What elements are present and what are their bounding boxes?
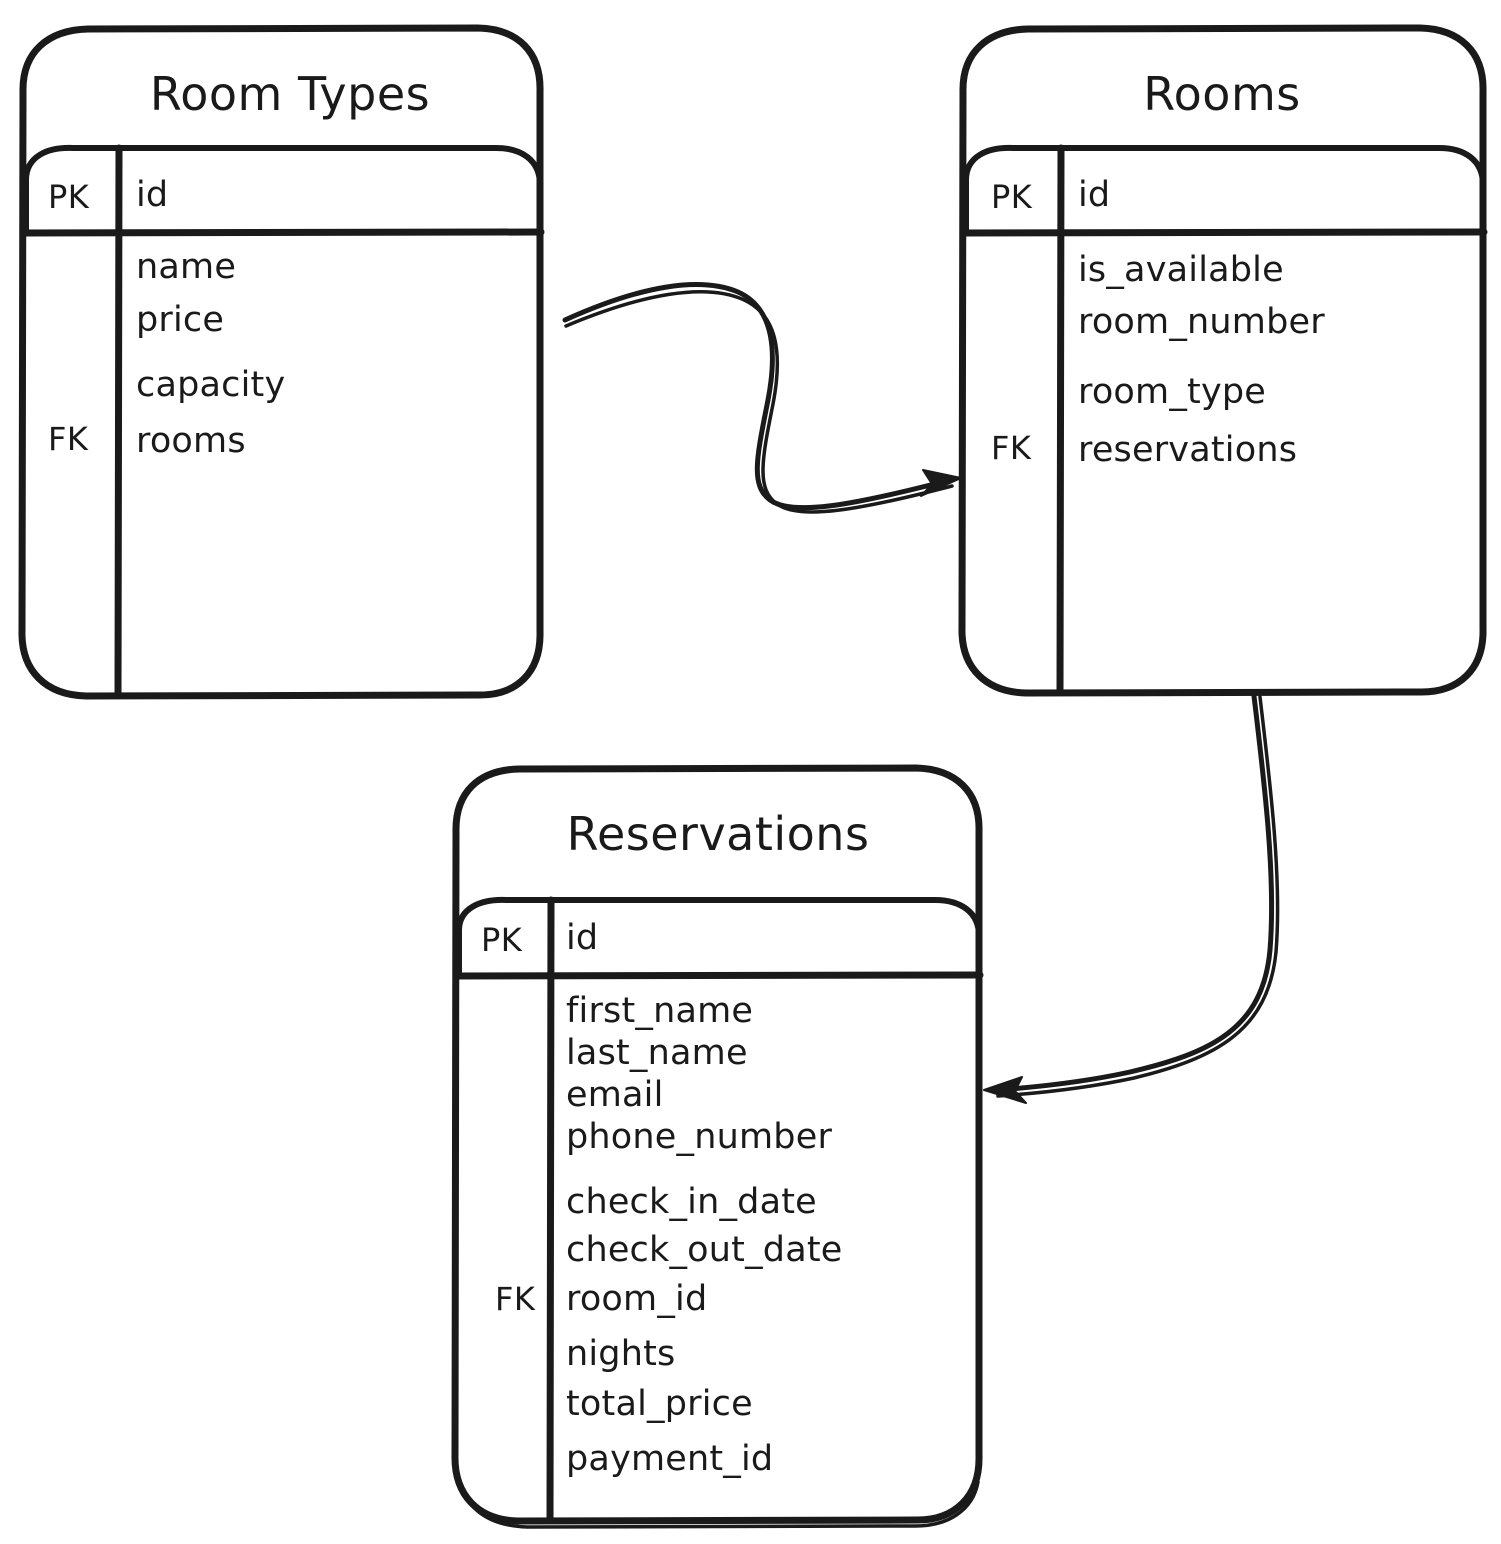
rooms-column-divider: [1056, 144, 1065, 695]
entity-room-types[interactable]: Room Types PK id name price capacity roo…: [18, 24, 545, 700]
rooms-title: Rooms: [1143, 67, 1300, 121]
entity-reservations[interactable]: Reservations PK id first_name last_name …: [451, 764, 984, 1529]
rooms-field-room-number: room_number: [1078, 302, 1325, 342]
reservations-field-payment-id: payment_id: [566, 1439, 773, 1479]
room-types-fk-label: FK: [48, 420, 89, 458]
relationship-2-stroke-a: [993, 693, 1275, 1093]
reservations-field-nights: nights: [566, 1334, 675, 1374]
reservations-pk-label: PK: [481, 921, 523, 959]
reservations-field-first-name: first_name: [566, 991, 753, 1031]
room-types-field-name: name: [136, 247, 236, 287]
room-types-pk-label: PK: [48, 178, 90, 216]
room-types-field-price: price: [136, 300, 224, 340]
reservations-pk-divider: [452, 971, 984, 980]
room-types-pk-field: id: [136, 175, 168, 215]
rooms-pk-label: PK: [991, 178, 1033, 216]
relationship-rooms-to-reservations[interactable]: [983, 693, 1280, 1104]
reservations-field-phone-number: phone_number: [566, 1117, 832, 1157]
relationship-1-stroke-b: [564, 290, 954, 514]
room-types-field-capacity: capacity: [136, 365, 285, 405]
relationship-room-types-to-rooms[interactable]: [562, 282, 962, 514]
rooms-outer-border: [958, 24, 1487, 697]
reservations-field-email: email: [566, 1075, 664, 1115]
reservations-field-check-out-date: check_out_date: [566, 1230, 843, 1270]
relationship-1-arrowhead: [920, 469, 962, 497]
room-types-field-rooms: rooms: [136, 421, 246, 461]
room-types-title: Room Types: [150, 67, 430, 121]
reservations-title: Reservations: [567, 807, 870, 861]
reservations-column-divider: [546, 896, 555, 1523]
reservations-pk-box: [455, 896, 983, 979]
room-types-pk-box: [22, 144, 544, 236]
reservations-pk-field: id: [566, 918, 598, 958]
relationship-2-arrowhead: [983, 1076, 1027, 1104]
rooms-fk-label: FK: [991, 429, 1032, 467]
room-types-column-divider: [114, 144, 123, 698]
rooms-pk-box: [962, 144, 1487, 236]
relationship-2-stroke-b: [996, 695, 1280, 1098]
rooms-field-is-available: is_available: [1078, 250, 1284, 290]
reservations-field-last-name: last_name: [566, 1033, 748, 1073]
reservations-field-room-id: room_id: [566, 1279, 707, 1319]
entity-rooms[interactable]: Rooms PK id is_available room_number roo…: [958, 24, 1488, 697]
reservations-field-total-price: total_price: [566, 1384, 753, 1424]
reservations-bottom-sketch-stroke: [460, 1480, 980, 1529]
reservations-outer-border: [451, 764, 983, 1525]
rooms-pk-divider: [959, 228, 1488, 237]
rooms-field-reservations: reservations: [1078, 430, 1297, 470]
relationship-1-stroke-a: [562, 282, 953, 511]
rooms-pk-field: id: [1078, 175, 1110, 215]
reservations-fk-label: FK: [495, 1280, 536, 1318]
room-types-pk-divider: [19, 228, 545, 237]
room-types-outer-border: [18, 24, 544, 700]
reservations-field-check-in-date: check_in_date: [566, 1182, 817, 1222]
rooms-field-room-type: room_type: [1078, 372, 1266, 412]
